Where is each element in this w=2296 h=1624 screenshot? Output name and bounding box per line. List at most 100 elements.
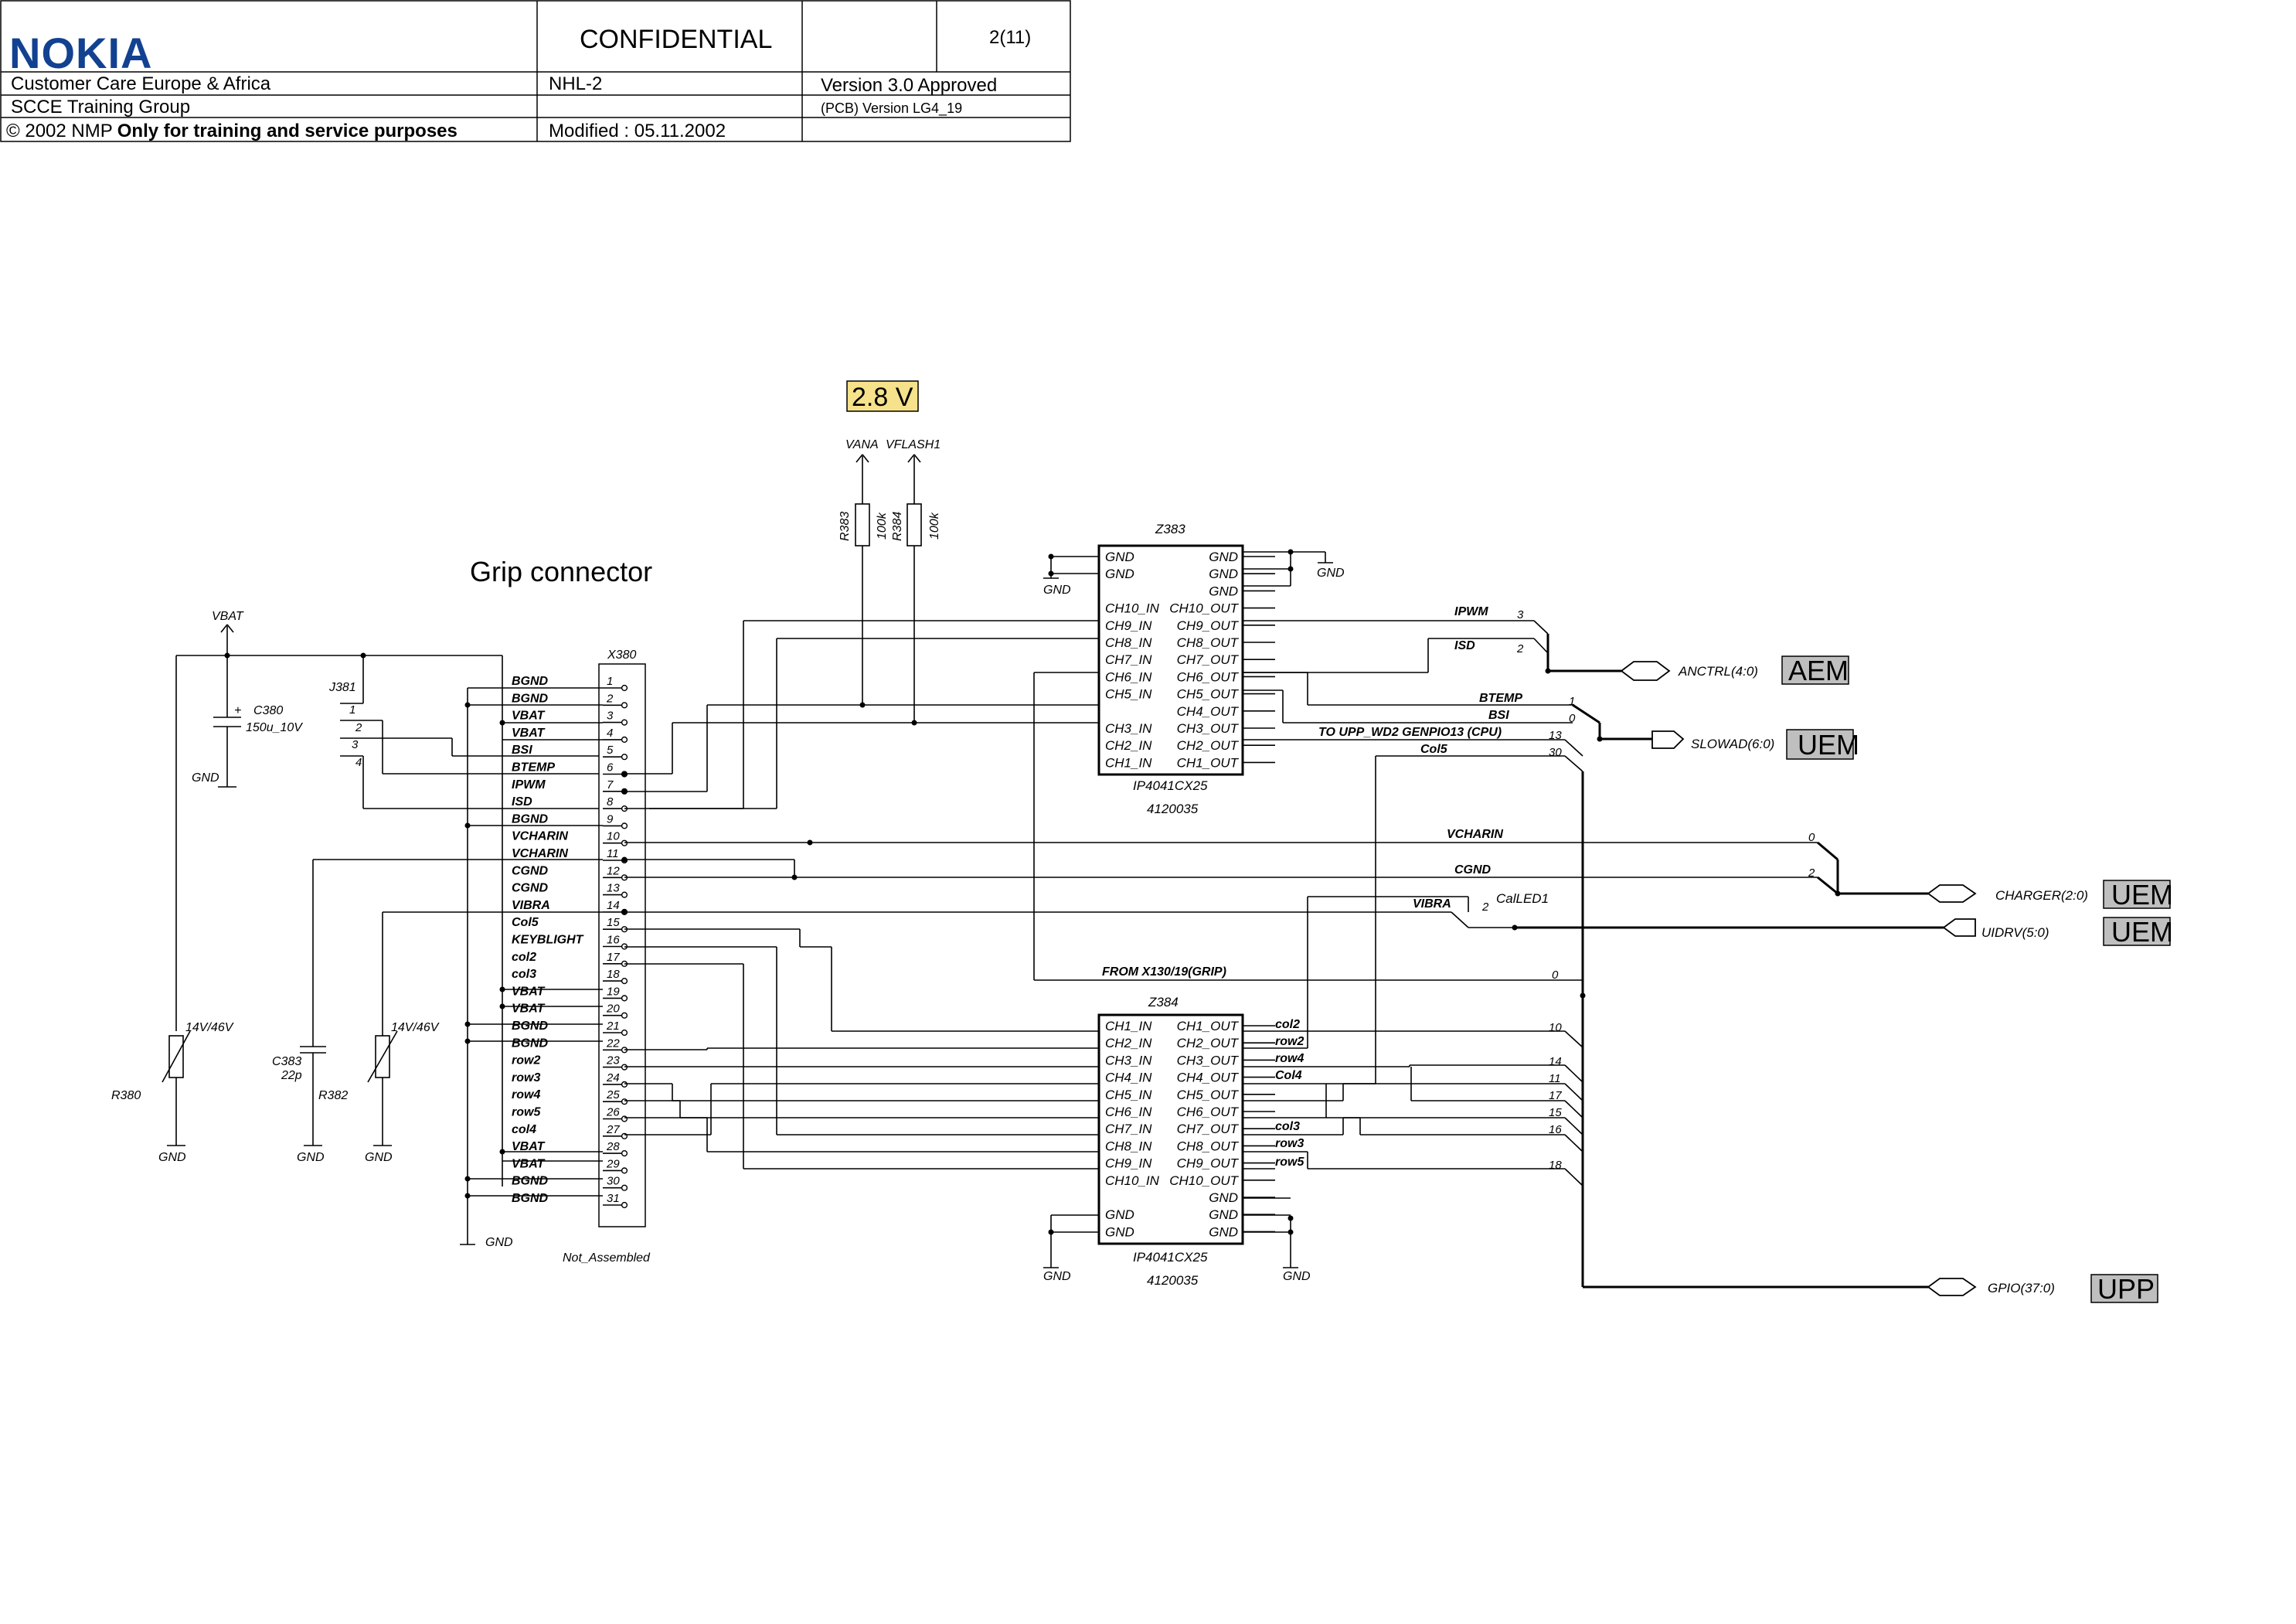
connector-pin-number: 2 (606, 692, 614, 705)
connector-pin-number: 27 (606, 1123, 620, 1136)
z383-pin-out: CH9_OUT (1177, 618, 1240, 633)
z383-code: 4120035 (1147, 802, 1199, 816)
svg-text:FROM X130/19(GRIP): FROM X130/19(GRIP) (1102, 965, 1226, 979)
group-name: SCCE Training Group (11, 97, 190, 117)
z384-code: 4120035 (1147, 1273, 1199, 1288)
z384-pin-in: CH8_IN (1105, 1139, 1152, 1153)
svg-text:1: 1 (349, 703, 355, 717)
connector-pin-number: 17 (607, 951, 620, 964)
svg-text:30: 30 (1549, 746, 1562, 759)
svg-text:UIDRV(5:0): UIDRV(5:0) (1981, 925, 2049, 940)
svg-text:10: 10 (1549, 1021, 1562, 1034)
connector-pin-number: 19 (607, 985, 620, 998)
z383-pin-in: CH10_IN (1105, 601, 1160, 616)
connector-pin-name: VBAT (512, 1157, 546, 1170)
z383-pin-out: CH4_OUT (1177, 704, 1240, 719)
connector-pin-name: CGND (512, 882, 549, 895)
c380-ref: C380 (253, 704, 283, 717)
not-assembled-label: Not_Assembled (563, 1251, 651, 1265)
connector-pin-name: row3 (512, 1071, 540, 1084)
svg-text:3: 3 (352, 738, 359, 751)
title-block: NOKIA CONFIDENTIAL 2(11) Customer Care E… (0, 0, 1071, 142)
c380-gnd-label: GND (192, 771, 219, 785)
connector-pin-name: col3 (512, 968, 536, 981)
z384-pin-out: CH2_OUT (1177, 1036, 1240, 1050)
z384-pin-out: CH10_OUT (1169, 1173, 1239, 1188)
confidential-label: CONFIDENTIAL (580, 25, 772, 54)
connector-pin: row2 23 (512, 1054, 628, 1071)
svg-text:4: 4 (355, 756, 362, 769)
z383-gnd-right-label: GND (1317, 567, 1345, 580)
svg-text:IPWM: IPWM (1454, 605, 1488, 618)
bus-charger: CHARGER(2:0) UEM (1927, 879, 2173, 911)
z384-output-wires (1243, 896, 1583, 1187)
connector-pin-number: 6 (607, 761, 614, 775)
c383-gnd-label: GND (297, 1151, 325, 1164)
z384-pin-out: CH9_OUT (1177, 1156, 1240, 1171)
z383-pin-out: CH10_OUT (1169, 601, 1239, 616)
brand-logo: NOKIA (9, 29, 152, 77)
connector-pin: VBAT 29 (512, 1157, 628, 1174)
charger-wires (624, 842, 1818, 928)
r384-value: 100k (928, 512, 941, 540)
connector-pin-number: 15 (607, 916, 620, 929)
z384-body (1097, 1013, 1244, 1245)
svg-text:ISD: ISD (1454, 639, 1475, 652)
connector-pin-number: 23 (606, 1054, 620, 1067)
svg-text:UPP: UPP (2097, 1273, 2155, 1305)
svg-text:col2: col2 (1275, 1018, 1300, 1031)
z384-gnd-left-label: GND (1043, 1270, 1071, 1283)
bus-slowad: SLOWAD(6:0) UEM (1651, 729, 1859, 761)
connector-pin: CGND 13 (512, 882, 628, 898)
connector-pin-number: 31 (607, 1192, 620, 1205)
z383-pin-out: GND (1209, 567, 1238, 581)
connector-pin-number: 13 (607, 882, 620, 895)
z384-pin-in: CH9_IN (1105, 1156, 1152, 1171)
z383-pin-out: CH1_OUT (1177, 755, 1240, 770)
connector-pin-number: 29 (606, 1157, 620, 1170)
svg-text:2: 2 (355, 721, 362, 734)
connector-pin-name: VBAT (512, 1003, 546, 1016)
svg-text:16: 16 (1549, 1123, 1562, 1136)
connector-pin-name: VBAT (512, 1140, 546, 1153)
connector-pin-number: 26 (606, 1106, 620, 1119)
svg-text:Col4: Col4 (1275, 1069, 1302, 1082)
page-number: 2(11) (989, 27, 1031, 48)
connector-pin-name: VCHARIN (512, 847, 568, 860)
z384-pin-out: GND (1209, 1207, 1238, 1222)
connector-pin-name: BSI (512, 744, 532, 757)
z384-pin-in: CH10_IN (1105, 1173, 1160, 1188)
svg-text:17: 17 (1549, 1089, 1562, 1102)
svg-text:1: 1 (1569, 695, 1575, 708)
bus-anctrl: ANCTRL(4:0) AEM (1620, 655, 1849, 686)
z383-pin-in: CH7_IN (1105, 652, 1152, 667)
connector-pin-number: 24 (606, 1071, 620, 1084)
connector-pin-name: IPWM (512, 778, 546, 792)
j381-ref: J381 (328, 681, 356, 694)
z384-pin-in: CH6_IN (1105, 1105, 1152, 1119)
z384-pin-out: CH3_OUT (1177, 1053, 1240, 1067)
z383-gnd-left-label: GND (1043, 584, 1071, 597)
connector-pin-name: row2 (512, 1054, 540, 1067)
bgnd-gnd-label: GND (485, 1236, 513, 1249)
z384-pin-out: CH6_OUT (1177, 1105, 1240, 1119)
version-label: Version 3.0 Approved (821, 75, 997, 96)
svg-text:BSI: BSI (1488, 709, 1509, 722)
connector-pin-number: 25 (606, 1088, 620, 1101)
connector-pin-name: col2 (512, 951, 536, 964)
svg-text:2: 2 (1516, 642, 1524, 655)
c383-value: 22p (281, 1069, 302, 1082)
c380-value: 150u_10V (246, 721, 303, 734)
svg-text:14: 14 (1549, 1055, 1562, 1068)
z384-pins: CH1_INCH2_INCH3_INCH4_INCH5_INCH6_INCH7_… (1105, 1019, 1275, 1239)
r380-gnd-label: GND (158, 1151, 186, 1164)
z383-pin-in: CH5_IN (1105, 687, 1152, 702)
connector-pin-number: 7 (607, 778, 614, 792)
connector-pin-number: 8 (607, 795, 614, 809)
